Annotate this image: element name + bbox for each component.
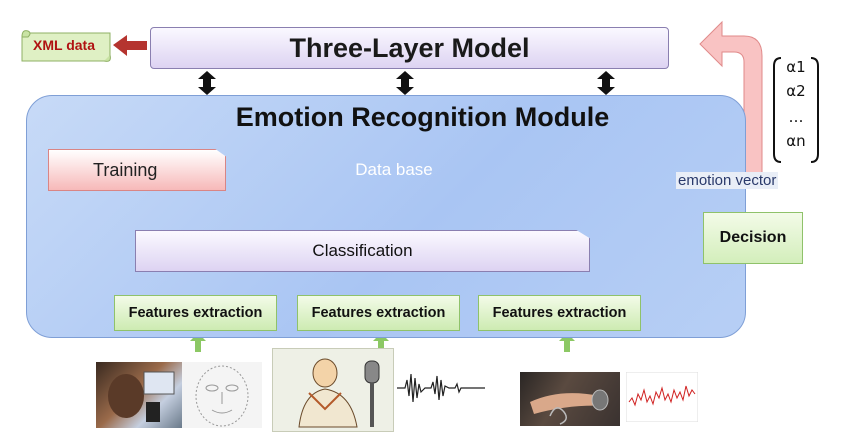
face-landmarks-image bbox=[182, 362, 262, 428]
three-layer-model-box: Three-Layer Model bbox=[150, 27, 669, 69]
features-extraction-box: Features extraction bbox=[114, 295, 277, 331]
vector-item: α2 bbox=[786, 82, 806, 100]
classification-box: Classification bbox=[135, 230, 590, 272]
decision-box: Decision bbox=[703, 212, 803, 264]
bidirectional-arrow bbox=[597, 71, 615, 95]
wrist-sensor-photo bbox=[520, 372, 620, 426]
emotion-vector-label: emotion vector bbox=[676, 172, 779, 189]
vector-item: … bbox=[788, 108, 804, 126]
output-curved-arrow bbox=[699, 20, 763, 181]
speaker-microphone-image bbox=[272, 348, 394, 432]
features-extraction-box: Features extraction bbox=[478, 295, 641, 331]
emotion-vector-list: α1 α2 … αn bbox=[774, 58, 818, 162]
vector-bracket bbox=[773, 57, 819, 163]
vector-item: α1 bbox=[786, 58, 806, 76]
xml-arrow bbox=[113, 35, 147, 56]
bidirectional-arrow bbox=[396, 71, 414, 95]
audio-waveform-image bbox=[395, 366, 487, 410]
scroll-icon bbox=[21, 30, 111, 62]
module-title: Emotion Recognition Module bbox=[235, 102, 610, 132]
face-camera-photo bbox=[96, 362, 182, 428]
xml-data-label: XML data bbox=[33, 37, 95, 53]
physiological-signal-chart bbox=[626, 372, 698, 422]
features-extraction-box: Features extraction bbox=[297, 295, 460, 331]
database-label: Data base bbox=[355, 160, 433, 179]
bidirectional-arrow bbox=[198, 71, 216, 95]
training-box: Training bbox=[48, 149, 226, 191]
vector-item: αn bbox=[786, 132, 806, 150]
